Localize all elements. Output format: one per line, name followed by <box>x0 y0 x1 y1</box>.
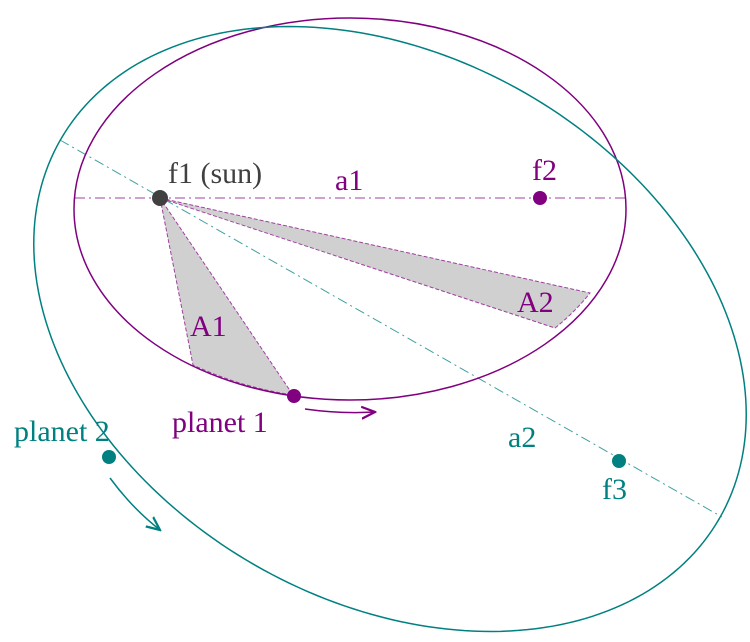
label-planet-1: planet 1 <box>172 406 268 439</box>
label-a1: a1 <box>335 164 363 197</box>
planet-2-motion-arrow <box>109 477 160 530</box>
label-a2: a2 <box>508 421 536 454</box>
label-f2: f2 <box>532 154 557 187</box>
focus-f2 <box>533 191 547 205</box>
label-sun: f1 (sun) <box>168 157 262 190</box>
label-A2: A2 <box>517 286 554 319</box>
major-axis-a2 <box>59 139 723 518</box>
sun-focus-f1 <box>152 190 168 206</box>
label-planet-2: planet 2 <box>14 415 110 448</box>
orbit-planet-2 <box>33 25 747 633</box>
planet-1 <box>287 389 301 403</box>
label-A1: A1 <box>190 310 227 343</box>
planet-1-motion-arrow <box>304 409 375 413</box>
focus-f3 <box>612 454 626 468</box>
planet-2 <box>102 450 116 464</box>
orbit-planet-1 <box>73 17 627 401</box>
area-A2 <box>159 197 591 329</box>
label-f3: f3 <box>602 473 627 506</box>
